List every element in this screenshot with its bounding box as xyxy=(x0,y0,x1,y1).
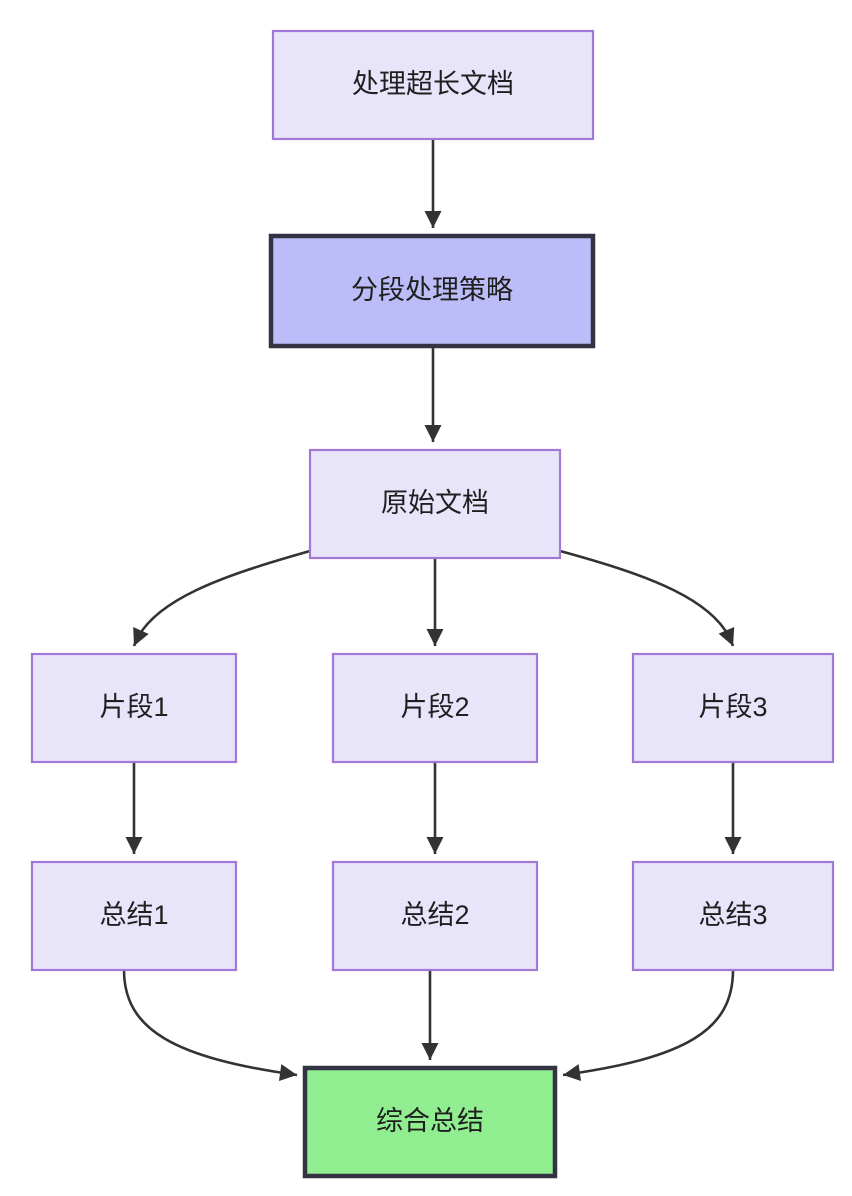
node-frag1[interactable]: 片段1 xyxy=(30,652,238,764)
edge-arrowhead xyxy=(125,837,143,854)
edge-strat-to-orig xyxy=(424,348,442,442)
edge-arrowhead xyxy=(133,627,149,646)
edge-line xyxy=(132,549,311,647)
edge-arrowhead xyxy=(718,627,735,646)
edge-sum3-to-final xyxy=(562,969,735,1082)
edge-arrowhead xyxy=(424,425,442,442)
edge-sum1-to-final xyxy=(122,969,298,1081)
node-box[interactable] xyxy=(331,652,539,764)
edge-frag2-to-sum2 xyxy=(426,762,444,854)
edge-frag3-to-sum3 xyxy=(724,762,742,854)
edge-layer xyxy=(122,139,742,1082)
edge-sum2-to-final xyxy=(421,970,439,1060)
node-box[interactable] xyxy=(331,860,539,972)
edge-doc-to-strat xyxy=(424,139,442,228)
node-sum1[interactable]: 总结1 xyxy=(30,860,238,972)
node-box[interactable] xyxy=(271,29,595,141)
node-sum3[interactable]: 总结3 xyxy=(631,860,835,972)
node-box[interactable] xyxy=(30,652,238,764)
edge-arrowhead xyxy=(421,1043,439,1060)
edge-orig-to-frag3 xyxy=(559,549,735,647)
edge-arrowhead xyxy=(426,629,444,646)
edge-arrowhead xyxy=(278,1064,297,1081)
edge-arrowhead xyxy=(424,211,442,228)
node-box[interactable] xyxy=(30,860,238,972)
node-sum2[interactable]: 总结2 xyxy=(331,860,539,972)
node-box[interactable] xyxy=(302,1065,558,1179)
edge-arrowhead xyxy=(426,837,444,854)
edge-orig-to-frag1 xyxy=(132,549,311,647)
node-box[interactable] xyxy=(308,448,562,560)
edge-line xyxy=(559,549,735,647)
edge-line xyxy=(562,969,735,1077)
node-final[interactable]: 综合总结 xyxy=(302,1065,558,1179)
edge-arrowhead xyxy=(563,1064,582,1082)
edge-line xyxy=(122,969,298,1077)
node-strat[interactable]: 分段处理策略 xyxy=(268,233,596,349)
node-box[interactable] xyxy=(631,860,835,972)
edge-orig-to-frag2 xyxy=(426,558,444,646)
node-frag2[interactable]: 片段2 xyxy=(331,652,539,764)
edge-arrowhead xyxy=(724,837,742,854)
node-frag3[interactable]: 片段3 xyxy=(631,652,835,764)
edge-frag1-to-sum1 xyxy=(125,762,143,854)
node-box[interactable] xyxy=(631,652,835,764)
node-orig[interactable]: 原始文档 xyxy=(308,448,562,560)
node-doc[interactable]: 处理超长文档 xyxy=(271,29,595,141)
node-box[interactable] xyxy=(268,233,596,349)
